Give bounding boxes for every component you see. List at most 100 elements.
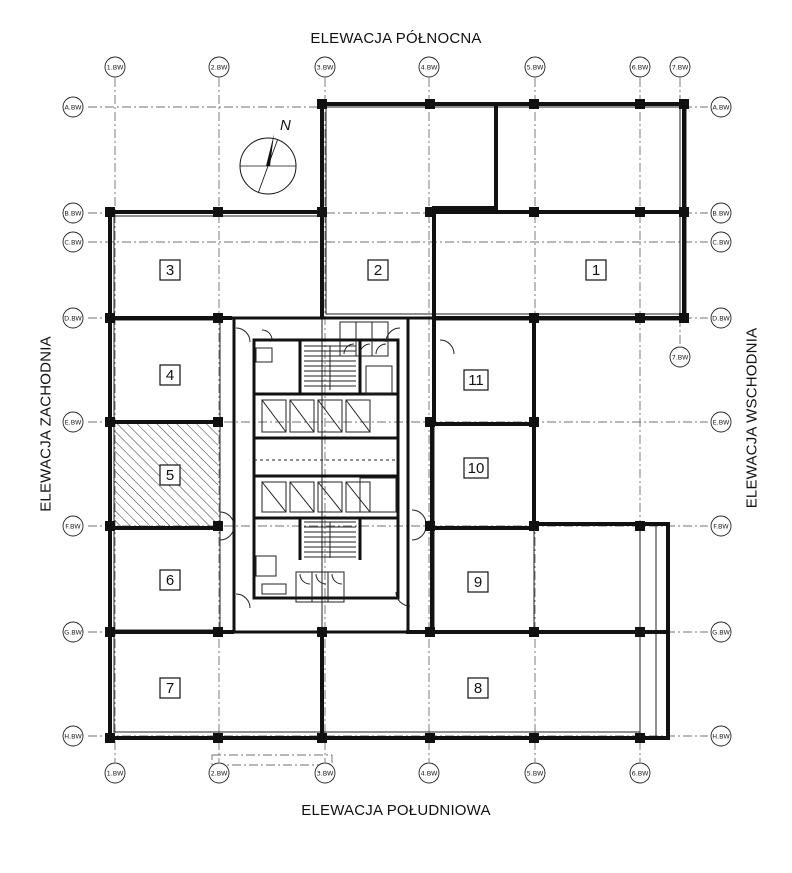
- svg-text:H.BW: H.BW: [712, 732, 730, 740]
- svg-text:H.BW: H.BW: [64, 732, 82, 740]
- svg-text:G.BW: G.BW: [64, 628, 82, 636]
- room-label-11: 11: [463, 369, 489, 391]
- svg-text:E.BW: E.BW: [65, 418, 82, 426]
- svg-text:2: 2: [374, 262, 382, 279]
- column: [105, 521, 115, 531]
- column: [105, 207, 115, 217]
- grid-bubble-bottom-6.BW: 6.BW: [629, 762, 651, 784]
- column: [425, 733, 435, 743]
- grid-bubble-bottom-1.BW: 1.BW: [104, 762, 126, 784]
- column: [213, 521, 223, 531]
- room-label-5: 5: [159, 464, 181, 486]
- grid-bubble-bottom-4.BW: 4.BW: [418, 762, 440, 784]
- svg-text:4.BW: 4.BW: [421, 63, 438, 71]
- column: [425, 99, 435, 109]
- grid-bubble-bottom-2.BW: 2.BW: [208, 762, 230, 784]
- columns: [105, 99, 689, 743]
- column: [213, 627, 223, 637]
- svg-text:8: 8: [474, 680, 482, 697]
- column: [635, 627, 645, 637]
- grid-bubbles: 1.BW1.BW2.BW2.BW3.BW3.BW4.BW4.BW5.BW5.BW…: [62, 56, 732, 784]
- room-label-4: 4: [159, 364, 181, 386]
- column: [105, 313, 115, 323]
- svg-text:2.BW: 2.BW: [211, 769, 228, 777]
- column: [213, 313, 223, 323]
- column: [679, 313, 689, 323]
- grid-bubble-right-C.BW: C.BW: [710, 231, 732, 253]
- column: [317, 733, 327, 743]
- grid-bubble-left-C.BW: C.BW: [62, 231, 84, 253]
- column: [529, 627, 539, 637]
- svg-text:5.BW: 5.BW: [527, 63, 544, 71]
- column: [635, 733, 645, 743]
- column: [529, 417, 539, 427]
- svg-text:3.BW: 3.BW: [317, 63, 334, 71]
- room-label-10: 10: [463, 457, 489, 479]
- column: [213, 733, 223, 743]
- svg-text:D.BW: D.BW: [712, 314, 730, 322]
- north-arrow: N: [239, 117, 297, 195]
- column: [105, 733, 115, 743]
- grid-bubble-left-G.BW: G.BW: [62, 621, 84, 643]
- column: [105, 417, 115, 427]
- grid-bubble-right-F.BW: F.BW: [710, 515, 732, 537]
- grid-bubble-left-D.BW: D.BW: [62, 307, 84, 329]
- svg-text:B.BW: B.BW: [712, 209, 730, 217]
- grid-bubble-extra-7.BW: 7.BW: [669, 346, 691, 368]
- grid-bubble-top-7.BW: 7.BW: [669, 56, 691, 78]
- svg-text:3.BW: 3.BW: [317, 769, 334, 777]
- column: [529, 733, 539, 743]
- elevation-west-label: ELEWACJA ZACHODNIA: [37, 336, 55, 512]
- grid-bubble-bottom-5.BW: 5.BW: [524, 762, 546, 784]
- svg-text:A.BW: A.BW: [712, 103, 730, 111]
- svg-text:1.BW: 1.BW: [107, 63, 124, 71]
- grid-bubble-right-B.BW: B.BW: [710, 202, 732, 224]
- column: [425, 417, 435, 427]
- svg-text:11: 11: [468, 372, 484, 389]
- svg-text:D.BW: D.BW: [64, 314, 82, 322]
- grid-bubble-right-H.BW: H.BW: [710, 725, 732, 747]
- room-label-1: 1: [585, 259, 607, 281]
- svg-text:6.BW: 6.BW: [632, 63, 649, 71]
- svg-text:6: 6: [166, 572, 174, 589]
- room-label-3: 3: [159, 259, 181, 281]
- svg-text:4.BW: 4.BW: [421, 769, 438, 777]
- svg-text:3: 3: [166, 262, 174, 279]
- grid-bubble-left-B.BW: B.BW: [62, 202, 84, 224]
- grid-bubble-left-H.BW: H.BW: [62, 725, 84, 747]
- svg-text:A.BW: A.BW: [64, 103, 82, 111]
- core-walls: [232, 316, 436, 634]
- column: [635, 99, 645, 109]
- column: [213, 417, 223, 427]
- column: [679, 99, 689, 109]
- column: [317, 99, 327, 109]
- svg-text:9: 9: [474, 574, 482, 591]
- grid-bubble-left-F.BW: F.BW: [62, 515, 84, 537]
- svg-text:1.BW: 1.BW: [107, 769, 124, 777]
- svg-text:4: 4: [166, 367, 174, 384]
- svg-text:6.BW: 6.BW: [632, 769, 649, 777]
- svg-text:E.BW: E.BW: [713, 418, 730, 426]
- svg-text:5: 5: [166, 467, 174, 484]
- room-label-7: 7: [159, 677, 181, 699]
- room-label-6: 6: [159, 569, 181, 591]
- column: [635, 313, 645, 323]
- svg-text:10: 10: [468, 460, 485, 477]
- room-labels: 1 2 3 4 5 6 7 8 9 10 11: [159, 259, 607, 699]
- grid-bubble-right-A.BW: A.BW: [710, 96, 732, 118]
- column: [425, 521, 435, 531]
- svg-text:7.BW: 7.BW: [672, 353, 689, 361]
- grid-bubble-top-3.BW: 3.BW: [314, 56, 336, 78]
- grid-bubble-right-D.BW: D.BW: [710, 307, 732, 329]
- svg-text:C.BW: C.BW: [64, 238, 82, 246]
- grid-bubble-bottom-3.BW: 3.BW: [314, 762, 336, 784]
- grid-bubble-right-G.BW: G.BW: [710, 621, 732, 643]
- room-label-9: 9: [467, 571, 489, 593]
- column: [529, 313, 539, 323]
- column: [529, 521, 539, 531]
- room-label-8: 8: [467, 677, 489, 699]
- column: [635, 207, 645, 217]
- grid-bubble-top-6.BW: 6.BW: [629, 56, 651, 78]
- svg-text:5.BW: 5.BW: [527, 769, 544, 777]
